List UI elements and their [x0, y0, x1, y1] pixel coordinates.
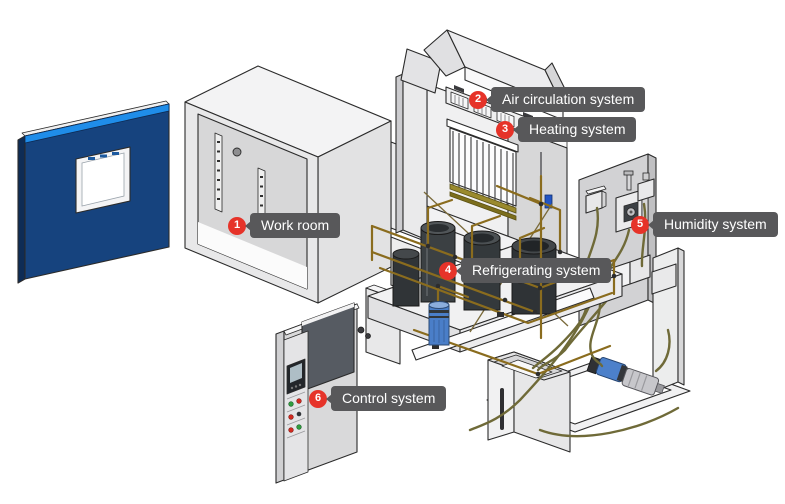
- control-panel-illustration: [275, 302, 371, 484]
- callout-control-system: 6 Control system: [309, 386, 447, 411]
- callout-number-badge: 1: [228, 216, 246, 235]
- callout-number-badge: 2: [469, 90, 487, 109]
- callout-number-badge: 5: [631, 215, 649, 234]
- callout-number-badge: 4: [439, 261, 457, 280]
- callout-air-circulation-system: 2 Air circulation system: [469, 87, 646, 112]
- callout-number-badge: 3: [496, 120, 514, 139]
- sensor-dot: [232, 147, 242, 157]
- callout-work-room: 1 Work room: [228, 213, 341, 238]
- door-panel-illustration: [17, 100, 170, 284]
- callout-label: Control system: [331, 386, 447, 411]
- callout-label: Air circulation system: [491, 87, 646, 112]
- callout-label: Refrigerating system: [461, 258, 612, 283]
- work-room-illustration: [184, 65, 392, 304]
- callout-label: Humidity system: [653, 212, 778, 237]
- pump-illustration: [586, 356, 665, 396]
- callout-refrigerating-system: 4 Refrigerating system: [439, 258, 612, 283]
- callout-label: Work room: [250, 213, 341, 238]
- callout-humidity-system: 5 Humidity system: [631, 212, 778, 237]
- callout-number-badge: 6: [309, 389, 327, 408]
- callout-heating-system: 3 Heating system: [496, 117, 637, 142]
- callout-label: Heating system: [518, 117, 637, 142]
